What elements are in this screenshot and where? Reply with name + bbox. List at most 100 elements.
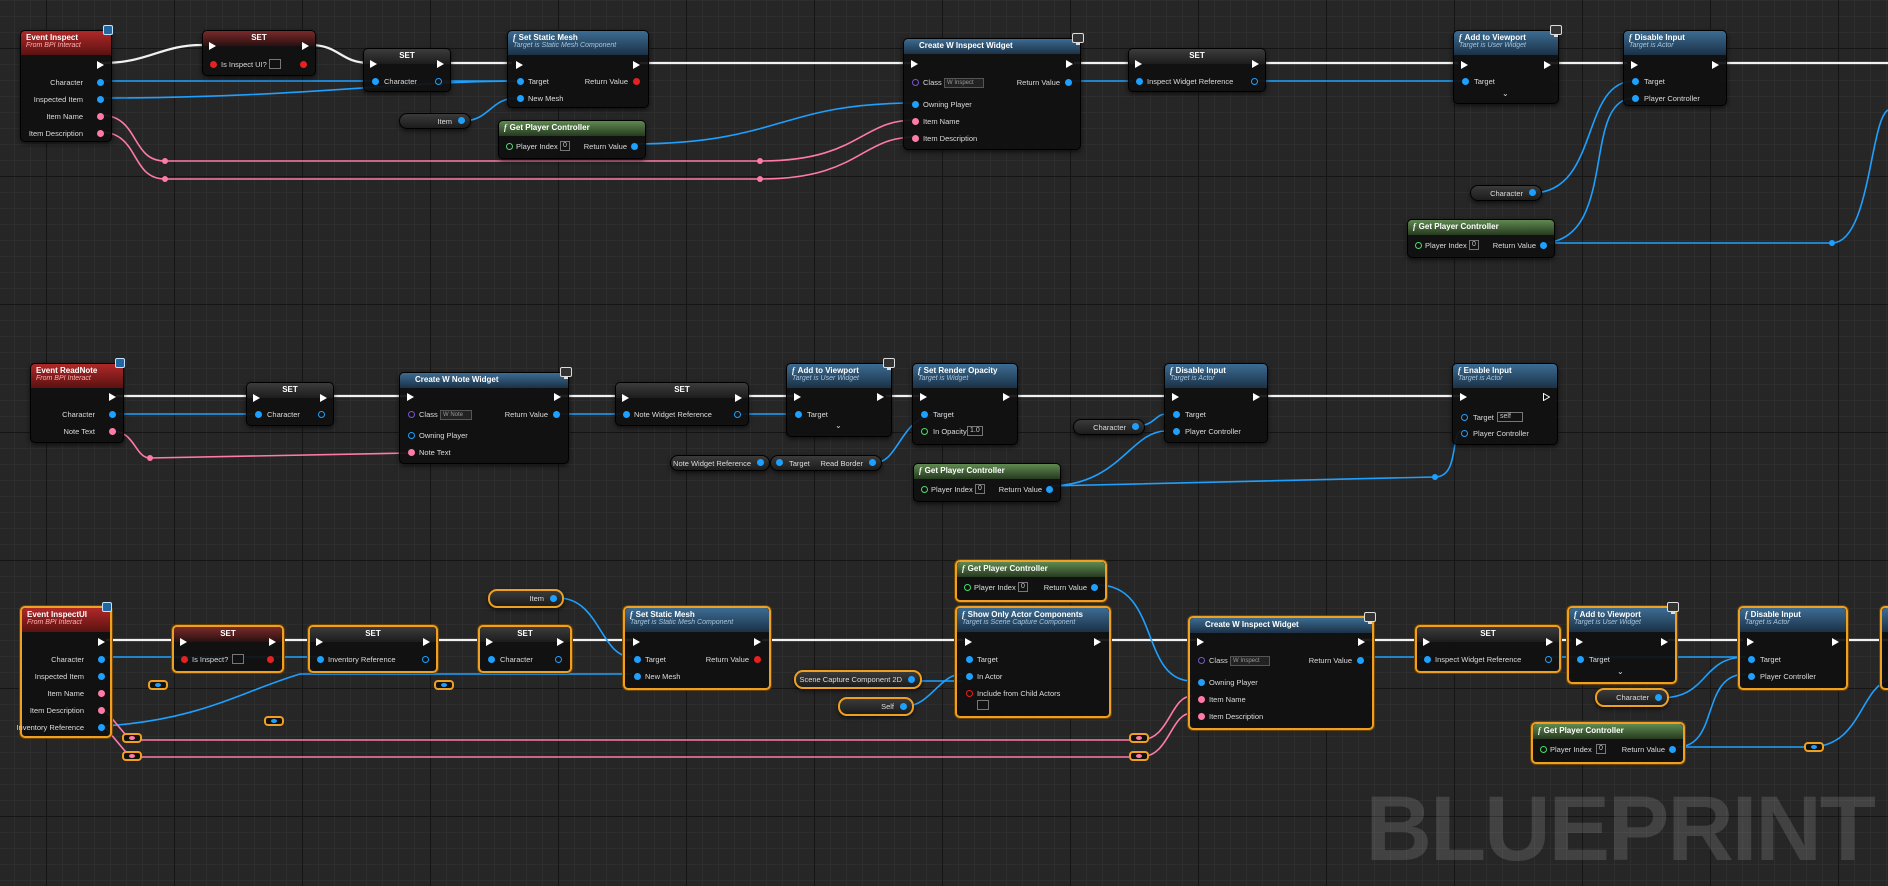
item-name-pin[interactable] <box>912 118 919 125</box>
opacity-pin[interactable] <box>921 428 928 435</box>
return-pin[interactable] <box>1540 242 1547 249</box>
chevron-down-icon[interactable]: ⌄ <box>1502 89 1509 98</box>
new-mesh-pin[interactable] <box>517 95 524 102</box>
player-index-field[interactable]: 0 <box>1596 744 1606 754</box>
border-out-pin[interactable] <box>869 459 876 466</box>
return-pin[interactable] <box>1065 79 1072 86</box>
inventory-out-pin[interactable] <box>422 656 429 663</box>
chevron-down-icon[interactable]: ⌄ <box>1617 667 1624 676</box>
exec-out-pin[interactable] <box>1544 61 1551 69</box>
return-pin[interactable] <box>1091 584 1098 591</box>
exec-in-pin[interactable] <box>633 638 640 646</box>
target-pin[interactable] <box>1173 411 1180 418</box>
item-description-pin[interactable] <box>97 130 104 137</box>
bool-out-pin[interactable] <box>300 61 307 68</box>
target-pin[interactable] <box>795 411 802 418</box>
character-pin[interactable] <box>98 656 105 663</box>
scene-capture-out-pin[interactable] <box>908 676 915 683</box>
character-variable-node[interactable]: Character <box>1073 419 1145 435</box>
checkbox[interactable] <box>977 700 989 710</box>
item-name-pin[interactable] <box>1198 696 1205 703</box>
item-description-pin[interactable] <box>98 707 105 714</box>
player-index-field[interactable]: 0 <box>1469 240 1479 250</box>
character-out-pin[interactable] <box>318 411 325 418</box>
target-pin[interactable] <box>1748 656 1755 663</box>
exec-out-pin[interactable] <box>554 393 561 401</box>
new-mesh-pin[interactable] <box>634 673 641 680</box>
partial-node-offscreen[interactable] <box>1880 606 1888 690</box>
set-character-node[interactable]: SET Character <box>478 625 572 673</box>
chevron-down-icon[interactable]: ⌄ <box>835 421 842 430</box>
exec-in-pin[interactable] <box>1747 638 1754 646</box>
target-pin[interactable] <box>1632 78 1639 85</box>
player-index-field[interactable]: 0 <box>560 141 570 151</box>
exec-out-pin[interactable] <box>1712 61 1719 69</box>
exec-in-pin[interactable] <box>794 393 801 401</box>
exec-out-pin[interactable] <box>437 60 444 68</box>
player-index-pin[interactable] <box>1540 746 1547 753</box>
inventory-reference-pin[interactable] <box>98 724 105 731</box>
target-pin[interactable] <box>634 656 641 663</box>
bool-out-pin[interactable] <box>267 656 274 663</box>
owning-player-pin[interactable] <box>1198 679 1205 686</box>
return-pin[interactable] <box>633 78 640 85</box>
bool-pin[interactable] <box>181 656 188 663</box>
exec-out-pin[interactable] <box>754 638 761 646</box>
character-in-pin[interactable] <box>372 78 379 85</box>
set-is-inspect-ui-node[interactable]: SET Is Inspect UI? <box>202 30 316 76</box>
reroute-node[interactable] <box>122 751 142 761</box>
set-character-node[interactable]: SET Character <box>246 382 334 426</box>
set-inspect-widget-ref-node[interactable]: SET Inspect Widget Reference <box>1128 48 1266 92</box>
exec-in-pin[interactable] <box>1172 393 1179 401</box>
include-child-pin[interactable] <box>966 690 973 697</box>
character-out-pin[interactable] <box>1655 694 1662 701</box>
player-controller-pin[interactable] <box>1173 428 1180 435</box>
exec-in-pin[interactable] <box>965 638 972 646</box>
exec-out-pin[interactable] <box>557 638 564 646</box>
character-out-pin[interactable] <box>1529 189 1536 196</box>
exec-in-pin[interactable] <box>622 394 629 402</box>
checkbox[interactable] <box>269 59 281 69</box>
exec-out-pin[interactable] <box>302 42 309 50</box>
set-is-inspect-node[interactable]: SET Is Inspect? <box>172 625 284 673</box>
reroute-node[interactable] <box>1129 751 1149 761</box>
character-in-pin[interactable] <box>255 411 262 418</box>
exec-in-pin[interactable] <box>1423 638 1430 646</box>
set-character-node[interactable]: SET Character <box>363 48 451 92</box>
widget-out-pin[interactable] <box>757 459 764 466</box>
player-index-field[interactable]: 0 <box>1018 582 1028 592</box>
item-description-pin[interactable] <box>1198 713 1205 720</box>
character-pin[interactable] <box>109 411 116 418</box>
item-name-pin[interactable] <box>97 113 104 120</box>
exec-in-pin[interactable] <box>920 393 927 401</box>
exec-in-pin[interactable] <box>370 60 377 68</box>
exec-in-pin[interactable] <box>1461 61 1468 69</box>
exec-out-pin[interactable] <box>735 394 742 402</box>
class-dropdown[interactable]: W Note <box>440 410 472 420</box>
exec-out-pin[interactable] <box>269 638 276 646</box>
character-out-pin[interactable] <box>1132 423 1139 430</box>
player-controller-pin[interactable] <box>1748 673 1755 680</box>
widget-out-pin[interactable] <box>1545 656 1552 663</box>
class-dropdown[interactable]: W Inspect <box>944 78 984 88</box>
exec-in-pin[interactable] <box>911 60 918 68</box>
character-out-pin[interactable] <box>555 656 562 663</box>
character-out-pin[interactable] <box>435 78 442 85</box>
note-widget-ref-variable-node[interactable]: Note Widget Reference <box>670 455 770 471</box>
player-controller-pin[interactable] <box>1632 95 1639 102</box>
player-index-pin[interactable] <box>964 584 971 591</box>
reroute-node[interactable] <box>264 716 284 726</box>
return-pin[interactable] <box>1669 746 1676 753</box>
set-note-widget-ref-node[interactable]: SET Note Widget Reference <box>615 382 749 426</box>
return-pin[interactable] <box>1046 486 1053 493</box>
